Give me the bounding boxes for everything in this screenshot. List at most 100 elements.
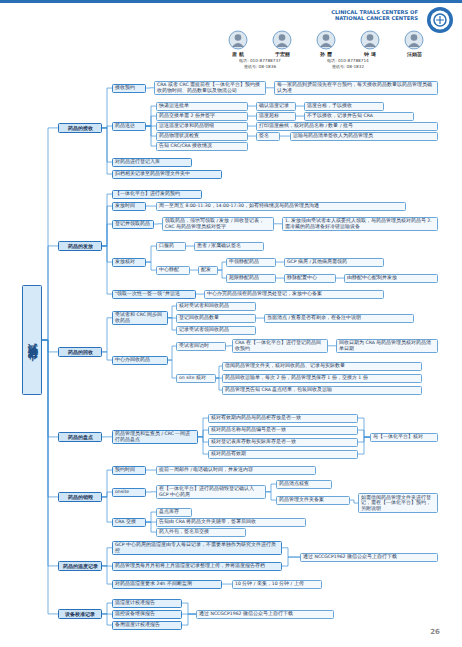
branch-box: 药品的发放 <box>58 241 102 251</box>
detail-box: 超限静配药品 <box>226 274 276 283</box>
node-text: 由静配中心配制并发放 <box>347 275 435 281</box>
node-text: 【一体化平台】进行发药预约 <box>115 191 199 197</box>
node-text: 提前一周邮件 / 电话确认时间，并发送内容 <box>159 467 313 473</box>
node-text: 药品的发放 <box>61 243 99 249</box>
branch-box: 药品的接收 <box>58 123 102 133</box>
detail-box: 由静配中心配制并发放 <box>344 274 438 283</box>
node-text: 接收预约 <box>115 85 143 91</box>
detail-box: 在【一体化平台】进行药品销毁登记确认入 GCP 中心药房 <box>156 485 266 500</box>
node-text: 配发 <box>201 267 215 273</box>
detail-box: 登记回收药品数量 <box>176 314 256 323</box>
node-text: GCP 中心药房的温湿度由专人每日记录，不需要单独作为研究文件进行质控 <box>115 542 279 553</box>
node-text: 发放时间 <box>115 203 143 209</box>
detail-box: 签名 <box>256 132 280 141</box>
connector-line <box>218 270 226 278</box>
node-text: 回收日期为 CRA 与药品管理员核对药品清单日期 <box>339 340 435 351</box>
node-text: 通过 NCCGCP1962 微信公众号上自行下载 <box>303 554 435 560</box>
topic-box: 温控设备维保报告 <box>112 610 182 619</box>
node-text: 记录受试者领回收药品 <box>179 327 253 333</box>
node-text: GCP 病房 / 其他病房需领药 <box>287 259 381 265</box>
staff-photos <box>229 31 423 49</box>
connector-line <box>102 497 112 522</box>
node-text: 超限静配药品 <box>229 275 273 281</box>
node-text: 每一家药品到货前须先在平台预约，每天接收药品数量以药品管理员确认为准 <box>277 82 435 93</box>
node-text: 患者 / 家属确认签名 <box>197 243 261 249</box>
connector-line <box>146 491 156 492</box>
topic-box: 药品送达 <box>112 122 146 131</box>
topic-box: 登记并领取药品 <box>112 220 154 229</box>
node-text: 周一至周五 8:00-11:30，14:00-17:30，如有特殊情况与药品管理… <box>159 203 403 209</box>
topic-box: 受试者和 CRC 同步回收药品 <box>112 311 168 326</box>
node-text: 试验进行中 <box>26 335 38 345</box>
connector-line <box>168 346 176 360</box>
detail-box: 周一至周五 8:00-11:30，14:00-17:30，如有特殊情况与药品管理… <box>156 202 406 211</box>
node-text: 不予以接收，记录并告知 CRA <box>307 113 411 119</box>
topic-box: 发放核对 <box>112 258 146 267</box>
connector-line <box>350 500 358 503</box>
detail-box: 核对受试者和回收药品 <box>176 302 256 311</box>
detail-box: 领取药品，须填写领取 / 发放 / 回收登记表，CRC 与药品管理员核对签字 <box>162 217 274 232</box>
node-text: 中心静配 <box>159 267 187 273</box>
detail-box: 确认温度记录 <box>256 102 296 111</box>
node-text: 药品物理状况检查 <box>159 133 245 139</box>
connector-line <box>146 87 154 88</box>
topic-box: 备用温度计校准报告 <box>112 621 182 630</box>
detail-box: CRA 在【一体化平台】进行登记药品回收预约 <box>232 339 328 354</box>
connector-line <box>146 262 156 270</box>
node-text: on site 核对 <box>179 375 213 381</box>
topic-box: “领取一次性一签一领”并运送 <box>112 290 196 299</box>
node-text: 中心办完药品须在药品管理员处登记，发放中心备案 <box>207 291 381 297</box>
detail-box: 打印温度曲线，核对药品名称 / 数量 / 批号 <box>256 122 438 131</box>
connector-line <box>248 106 256 107</box>
topic-box: 预约时间 <box>112 466 146 475</box>
connector-line <box>168 360 176 378</box>
node-text: 运输与药品清单签收人为药品管理员 <box>293 133 435 139</box>
detail-box: 药品交接单需 2 份并签字 <box>156 112 248 121</box>
connector-line <box>358 418 370 437</box>
detail-box: 借阅药品管理文件夹，核对回收药品、记录与实际数量 <box>222 362 422 371</box>
topic-box: 对药品进行登记入库 <box>112 158 192 167</box>
node-text: 药品清点核查 <box>279 481 329 487</box>
node-text: 对药品进行登记入库 <box>115 159 189 165</box>
detail-box: 盘点库存 <box>156 508 192 517</box>
topic-box: 药品管理员和监查员 / CRC 一同进行药品盘点 <box>112 430 198 445</box>
detail-box: 患者 / 家属确认签名 <box>194 242 264 251</box>
connector-line <box>182 614 196 625</box>
node-text: CRA 在【一体化平台】进行登记药品回收预约 <box>235 340 325 351</box>
node-text: 签名 <box>259 133 277 139</box>
branch-box: 药品的销毁 <box>58 492 102 502</box>
node-text: 告知由 CRA 将药品文件夹随带，签署后回收 <box>159 519 303 525</box>
node-text: 药品管理员每月月初将上月温湿度记录整理上传，并将温度报告存档 <box>115 563 279 569</box>
node-text: 药品的盘点 <box>61 434 99 440</box>
topic-box: 发放时间 <box>112 202 146 211</box>
detail-box: CRA 或者 CRC 需提前在【一体化平台】预约接收药物时间、药品数量以及物流公… <box>154 81 266 96</box>
connector-line <box>42 340 58 352</box>
node-text: 备用温度计校准报告 <box>115 622 179 628</box>
topic-box: GCP 中心药房的温湿度由专人每日记录，不需要单独作为研究文件进行质控 <box>112 541 282 556</box>
node-text: 核对有效期内药品与药品柜存放是否一致 <box>211 415 355 421</box>
connector-line <box>102 614 112 625</box>
topic-box: 药品管理员每月月初将上月温湿度记录整理上传，并将温度报告存档 <box>112 562 282 571</box>
connector-line <box>102 194 112 246</box>
node-text: 受试者和 CRC 同步回收药品 <box>115 312 165 323</box>
detail-box: 药品回收运输单，每次 2 份，药品管理员保存 1 份，交接方 1 份 <box>222 374 422 383</box>
connector-line <box>42 340 58 437</box>
node-text: 发放核对 <box>115 259 143 265</box>
connector-line <box>102 224 112 246</box>
connector-line <box>102 352 112 360</box>
node-text: CRA 或者 CRC 需提前在【一体化平台】预约接收药物时间、药品数量以及物流公… <box>157 82 263 93</box>
connector-line <box>102 603 112 614</box>
connector-line <box>186 246 194 247</box>
connector-line <box>102 492 112 497</box>
connector-line <box>102 318 112 352</box>
connector-line <box>248 136 256 137</box>
detail-box: 记录受试者领回收药品 <box>176 326 256 335</box>
staff-name: 钟 琦 <box>350 51 390 57</box>
node-text: 药品交接单需 2 份并签字 <box>159 113 245 119</box>
detail-box: 通过 NCCGCP1962 微信公众号上自行下载 <box>196 610 334 619</box>
logo <box>427 7 453 33</box>
node-text: 登记并领取药品 <box>115 221 151 227</box>
connector-line <box>266 492 276 500</box>
connector-line <box>198 430 208 437</box>
